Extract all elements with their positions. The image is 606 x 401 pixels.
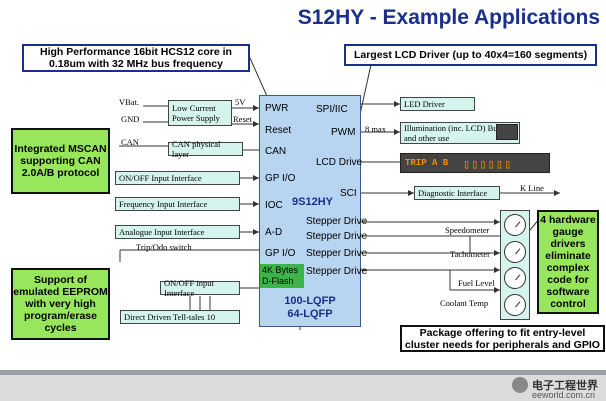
pin-gpio-2: GP I/O bbox=[265, 248, 296, 259]
gauge-icon-1 bbox=[504, 214, 526, 236]
freq-input-box: Frequency Input Interface bbox=[115, 197, 240, 211]
power-supply-box: Low Current Power Supply bbox=[168, 100, 232, 126]
pin-stepper-1: Stepper Drive bbox=[306, 216, 368, 227]
onoff-input-box-2: ON/OFF input Interface bbox=[160, 278, 240, 298]
reset-label: Reset bbox=[233, 114, 252, 124]
core-callout: High Performance 16bit HCS12 core in 0.1… bbox=[22, 44, 250, 72]
page-title: S12HY - Example Applications bbox=[297, 6, 600, 29]
coolant-temp-label: Coolant Temp bbox=[440, 298, 489, 308]
eeprom-callout: Support of emulated EEPROM with very hig… bbox=[11, 268, 110, 340]
gnd-label: GND bbox=[121, 114, 140, 124]
fuel-level-label: Fuel Level bbox=[458, 278, 495, 288]
footer-bar bbox=[0, 370, 606, 401]
eeworld-logo-icon bbox=[512, 377, 528, 393]
eeworld-logo-text: 电子工程世界 bbox=[532, 380, 598, 392]
5v-label: 5V bbox=[235, 97, 246, 107]
kline-label: K Line bbox=[520, 183, 544, 193]
led-driver-box: LED Driver bbox=[400, 97, 475, 111]
pin-ad: A-D bbox=[265, 227, 283, 238]
lcd-digits-icon: ▯▯▯▯▯▯ bbox=[463, 158, 513, 172]
lcd-trip-text: TRIP A B bbox=[405, 158, 449, 168]
gauge-callout: 4 hardware gauge drivers eliminate compl… bbox=[537, 210, 599, 314]
package-line-2: 64-LQFP bbox=[287, 308, 333, 320]
gauge-icon-4 bbox=[504, 294, 526, 316]
pin-pwm: PWM bbox=[331, 127, 356, 138]
telltales-box: Direct Driven Tell-tales 10 bbox=[120, 310, 240, 324]
gauge-icon-2 bbox=[504, 241, 526, 263]
mcu-chip bbox=[259, 95, 361, 327]
trip-odo-label: Trip/Odo switch bbox=[136, 242, 192, 252]
vbat-label: VBat. bbox=[119, 97, 140, 107]
8max-label: 8 max bbox=[365, 124, 387, 134]
pin-stepper-3: Stepper Drive bbox=[306, 248, 368, 259]
can-label: CAN bbox=[121, 137, 139, 147]
onoff-input-box: ON/OFF Input Interface bbox=[115, 171, 240, 185]
speedometer-label: Speedometer bbox=[445, 225, 490, 235]
tachometer-label: Tachometer bbox=[450, 249, 490, 259]
pin-reset: Reset bbox=[265, 125, 292, 136]
lcd-callout: Largest LCD Driver (up to 40x4=160 segme… bbox=[344, 44, 597, 66]
pin-stepper-2: Stepper Drive bbox=[306, 231, 368, 242]
package-line-1: 100-LQFP bbox=[284, 295, 336, 307]
pin-pwr: PWR bbox=[265, 103, 289, 114]
dflash-block: 4K Bytes D-Flash bbox=[260, 264, 304, 288]
pin-sci: SCI bbox=[340, 188, 357, 199]
can-phy-box: CAN physical layer bbox=[168, 139, 243, 159]
lcd-segment-display: TRIP A B ▯▯▯▯▯▯ bbox=[400, 153, 550, 173]
pin-stepper-4: Stepper Drive bbox=[306, 266, 368, 277]
analogue-input-box: Analogue Input Interface bbox=[115, 225, 240, 239]
illumination-box: Illumination (inc. LCD) Buzzer and other… bbox=[400, 122, 520, 144]
gauge-icon-3 bbox=[504, 267, 526, 289]
pin-gpio-1: GP I/O bbox=[265, 173, 296, 184]
footer-divider bbox=[0, 370, 606, 375]
display-icon bbox=[496, 124, 518, 140]
pin-spi-iic: SPI/IIC bbox=[316, 104, 348, 115]
diagnostic-box: Diagnostic Interface bbox=[414, 186, 500, 200]
chip-name: 9S12HY bbox=[292, 196, 333, 208]
mscan-callout: Integrated MSCAN supporting CAN 2.0A/B p… bbox=[11, 128, 110, 194]
eeworld-url: eeworld.com.cn bbox=[532, 390, 596, 400]
pin-can: CAN bbox=[265, 146, 287, 157]
pin-ioc: IOC bbox=[265, 200, 283, 211]
package-callout: Package offering to fit entry-level clus… bbox=[400, 325, 605, 352]
pin-lcd-drive: LCD Drive bbox=[316, 157, 363, 168]
